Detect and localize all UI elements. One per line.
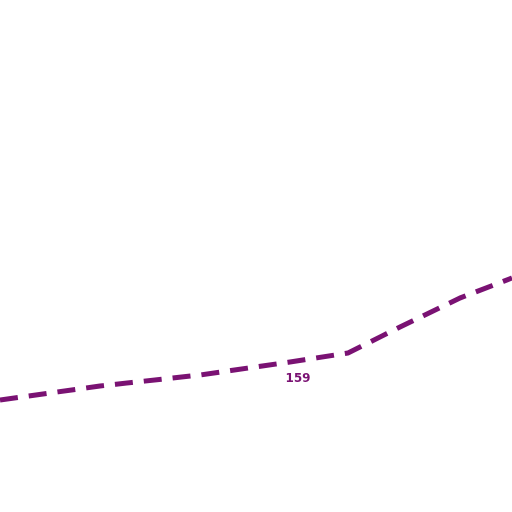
route-number-label: 159 [285, 371, 310, 385]
route-line-159[interactable] [0, 275, 512, 403]
